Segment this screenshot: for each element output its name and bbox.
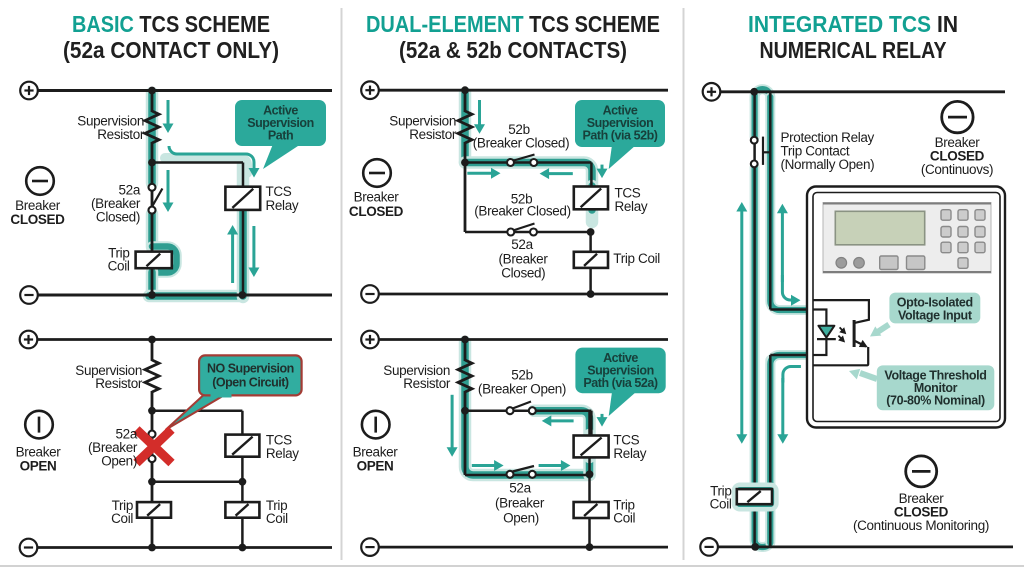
svg-text:Voltage Input: Voltage Input	[898, 309, 973, 323]
svg-text:OPEN: OPEN	[20, 459, 57, 474]
svg-text:(52a & 52b CONTACTS): (52a & 52b CONTACTS)	[399, 37, 627, 63]
svg-text:Coil: Coil	[266, 511, 288, 526]
svg-text:TCS SCHEME: TCS SCHEME	[529, 11, 660, 37]
svg-text:TCS: TCS	[613, 433, 639, 448]
svg-text:Active: Active	[603, 104, 638, 118]
svg-text:(Normally Open): (Normally Open)	[781, 157, 875, 172]
svg-text:Trip: Trip	[112, 498, 133, 513]
svg-text:TCS: TCS	[266, 184, 292, 199]
svg-text:(70-80% Nominal): (70-80% Nominal)	[886, 394, 985, 408]
svg-text:CLOSED: CLOSED	[349, 204, 404, 219]
svg-text:52b: 52b	[508, 122, 529, 137]
svg-text:CLOSED: CLOSED	[930, 149, 985, 164]
svg-text:Supervision: Supervision	[389, 114, 456, 129]
svg-text:Monitor: Monitor	[914, 381, 958, 395]
svg-text:Breaker: Breaker	[354, 190, 400, 205]
svg-text:TCS SCHEME: TCS SCHEME	[139, 11, 270, 37]
svg-text:Path: Path	[268, 129, 293, 143]
svg-text:INTEGRATED TCS: INTEGRATED TCS	[748, 11, 931, 37]
svg-text:Relay: Relay	[615, 199, 648, 214]
svg-text:Trip: Trip	[266, 498, 287, 513]
svg-text:Coil: Coil	[111, 511, 133, 526]
svg-text:Resistor: Resistor	[97, 127, 145, 142]
svg-text:52a: 52a	[511, 237, 533, 252]
svg-text:Supervision: Supervision	[383, 363, 450, 378]
svg-text:BASIC: BASIC	[72, 11, 134, 37]
svg-text:Path (via 52b): Path (via 52b)	[583, 129, 658, 143]
svg-text:Supervision: Supervision	[587, 364, 654, 378]
svg-text:(Breaker: (Breaker	[91, 196, 141, 211]
svg-text:(Breaker: (Breaker	[88, 440, 138, 455]
svg-text:52a: 52a	[509, 481, 531, 496]
svg-text:IN: IN	[937, 11, 958, 37]
svg-text:Closed): Closed)	[501, 266, 545, 281]
svg-text:(Breaker: (Breaker	[495, 496, 545, 511]
svg-text:CLOSED: CLOSED	[10, 212, 65, 227]
svg-text:Open): Open)	[503, 511, 539, 526]
svg-text:TCS: TCS	[615, 186, 641, 201]
svg-text:(Breaker: (Breaker	[499, 252, 549, 267]
svg-text:Breaker: Breaker	[15, 198, 61, 213]
svg-text:Resistor: Resistor	[95, 376, 143, 391]
svg-text:Coil: Coil	[710, 497, 732, 512]
svg-text:Relay: Relay	[613, 446, 646, 461]
svg-text:(52a CONTACT ONLY): (52a CONTACT ONLY)	[63, 37, 279, 63]
svg-text:Active: Active	[603, 351, 638, 365]
svg-text:Resistor: Resistor	[409, 127, 457, 142]
svg-text:Breaker: Breaker	[16, 445, 62, 460]
svg-text:Relay: Relay	[266, 198, 299, 213]
svg-text:Trip: Trip	[710, 484, 731, 499]
svg-text:(Breaker Closed): (Breaker Closed)	[474, 204, 570, 219]
svg-text:Protection Relay: Protection Relay	[781, 130, 875, 145]
svg-text:NO Supervision: NO Supervision	[207, 362, 294, 376]
svg-text:Active: Active	[263, 104, 298, 118]
svg-text:Path (via 52a): Path (via 52a)	[583, 376, 658, 390]
svg-text:OPEN: OPEN	[357, 459, 394, 474]
svg-text:52b: 52b	[511, 192, 532, 207]
svg-text:DUAL-ELEMENT: DUAL-ELEMENT	[366, 11, 524, 37]
svg-text:52a: 52a	[116, 427, 138, 442]
svg-text:Voltage Threshold: Voltage Threshold	[884, 369, 986, 383]
svg-text:Trip: Trip	[613, 498, 634, 513]
svg-text:Trip Coil: Trip Coil	[613, 251, 660, 266]
svg-text:NUMERICAL RELAY: NUMERICAL RELAY	[760, 37, 947, 63]
svg-text:Relay: Relay	[266, 446, 299, 461]
svg-text:CLOSED: CLOSED	[894, 505, 949, 520]
svg-text:Coil: Coil	[613, 511, 635, 526]
svg-text:Closed): Closed)	[96, 210, 140, 225]
svg-text:Supervision: Supervision	[77, 114, 144, 129]
svg-text:Coil: Coil	[108, 258, 130, 273]
svg-text:TCS: TCS	[266, 433, 292, 448]
svg-text:Open): Open)	[101, 454, 137, 469]
svg-text:Trip Contact: Trip Contact	[781, 144, 850, 159]
svg-text:Supervision: Supervision	[75, 363, 142, 378]
svg-text:Trip: Trip	[108, 246, 129, 261]
svg-text:(Breaker Open): (Breaker Open)	[478, 382, 566, 397]
svg-text:52a: 52a	[119, 183, 141, 198]
svg-text:Breaker: Breaker	[935, 135, 981, 150]
svg-text:(Breaker Closed): (Breaker Closed)	[473, 136, 569, 151]
svg-text:Supervision: Supervision	[247, 116, 314, 130]
svg-text:Breaker: Breaker	[899, 491, 945, 506]
svg-text:(Open Circuit): (Open Circuit)	[212, 376, 289, 390]
svg-text:(Continuovs): (Continuovs)	[921, 162, 993, 177]
svg-text:Breaker: Breaker	[353, 445, 399, 460]
svg-text:Opto-Isolated: Opto-Isolated	[897, 296, 973, 310]
svg-text:Supervision: Supervision	[587, 116, 654, 130]
svg-text:(Continuous Monitoring): (Continuous Monitoring)	[853, 518, 989, 533]
svg-text:Resistor: Resistor	[403, 376, 451, 391]
svg-text:52b: 52b	[511, 368, 532, 383]
